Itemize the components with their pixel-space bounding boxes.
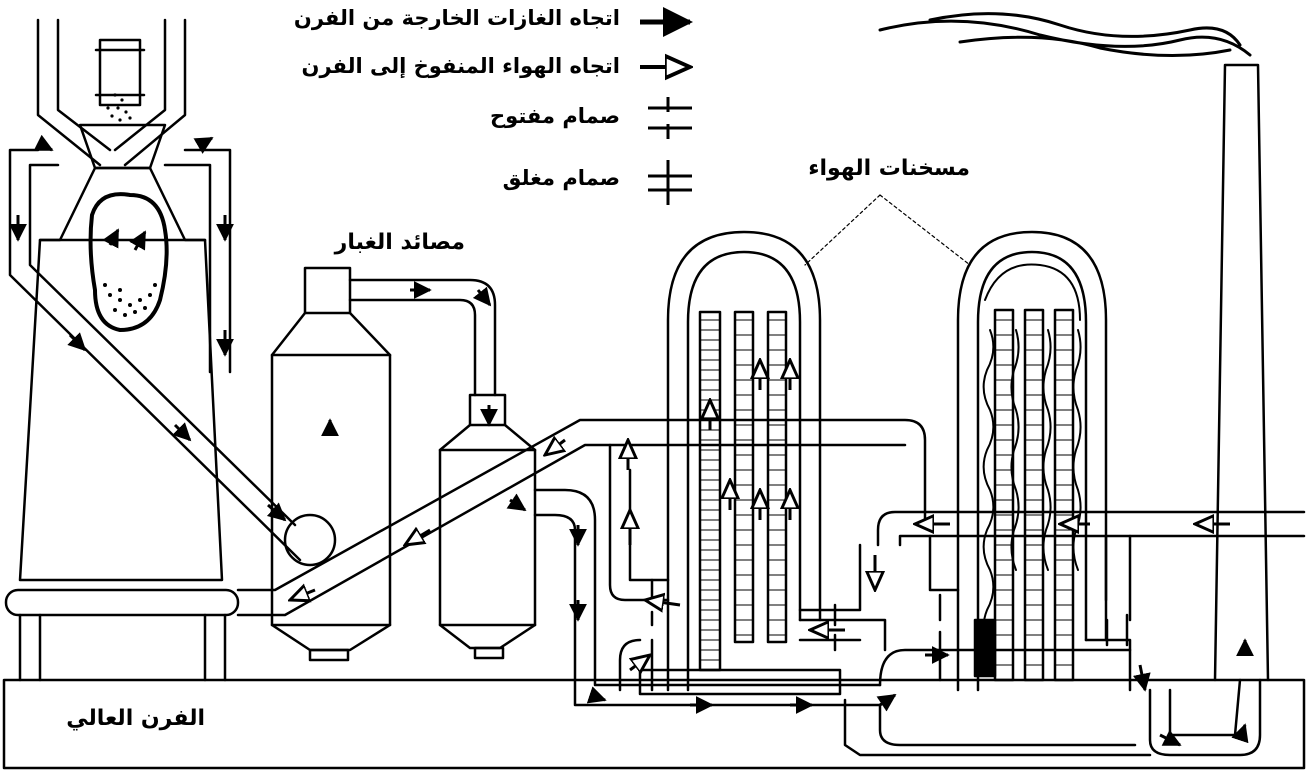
legend-gas-label: اتجاه الغازات الخارجة من الفرن (293, 6, 620, 30)
legend-open-valve-label: صمام مفتوح (490, 104, 620, 128)
chimney (1213, 63, 1270, 682)
cold-blast-main (876, 510, 1306, 547)
dust-catchers-label: مصائد الغبار (334, 230, 465, 255)
blast-furnace-label: الفرن العالي (66, 706, 205, 731)
legend-symbols (640, 7, 693, 205)
downcomer-right (163, 148, 232, 374)
pipe-elbow (283, 513, 337, 567)
heater-1-checkers (699, 319, 787, 661)
bustle-pipe (4, 588, 240, 617)
smoke (878, 12, 1252, 57)
air-heater-2 (956, 230, 1132, 692)
dust-catcher-2 (438, 393, 537, 660)
dust-catcher-1 (270, 266, 392, 662)
air-heaters-label: مسخنات الهواء (808, 156, 970, 181)
downcomer-left (8, 148, 302, 562)
legend-open-valve (648, 97, 692, 139)
legend-closed-valve (648, 160, 692, 205)
label-leader (804, 194, 971, 266)
air-arrows (290, 360, 1230, 670)
burden-material (103, 93, 157, 317)
hot-blast-main (236, 418, 927, 617)
gas-arrows (9, 134, 1254, 747)
burner-block (973, 618, 997, 678)
ground-base (2, 678, 1306, 770)
heater-2-checkers (994, 319, 1074, 666)
legend-air-label: اتجاه الهواء المنفوخ إلى الفرن (301, 54, 620, 78)
blast-furnace-shaft (18, 18, 224, 582)
dust-pipe-top (348, 278, 497, 397)
legend-closed-valve-label: صمام مغلق (502, 166, 620, 190)
air-heater-1 (638, 230, 887, 696)
heater-2-flames (982, 263, 1082, 651)
clean-gas-main (533, 488, 882, 707)
